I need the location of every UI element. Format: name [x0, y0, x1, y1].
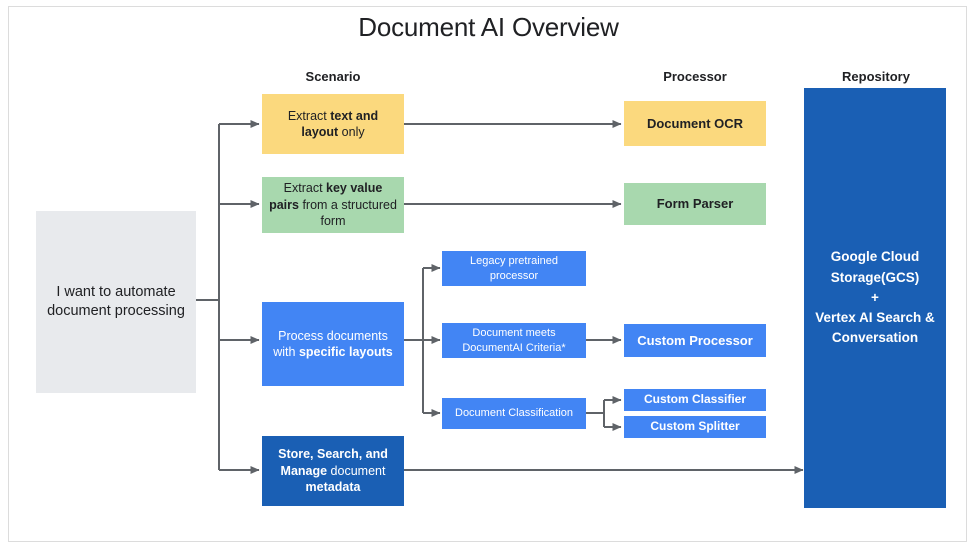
- scenario-extract-key-value[interactable]: Extract key value pairs from a structure…: [262, 177, 404, 233]
- column-header-scenario: Scenario: [305, 69, 361, 84]
- processor-custom-splitter-label: Custom Splitter: [650, 419, 740, 434]
- column-header-processor: Processor: [663, 69, 727, 84]
- node-legacy-pretrained[interactable]: Legacy pretrained processor: [442, 251, 586, 286]
- repository-line-5: Conversation: [831, 330, 919, 346]
- start-node-label: I want to automate document processing: [47, 283, 185, 319]
- processor-custom-processor-label: Custom Processor: [637, 332, 753, 348]
- processor-custom-processor[interactable]: Custom Processor: [624, 324, 766, 357]
- start-node[interactable]: I want to automate document processing: [36, 211, 196, 393]
- page-title: Document AI Overview: [358, 12, 619, 42]
- node-legacy-pretrained-label: Legacy pretrained processor: [469, 254, 559, 282]
- processor-custom-classifier[interactable]: Custom Classifier: [624, 389, 766, 411]
- node-documentai-criteria[interactable]: Document meets DocumentAI Criteria*: [442, 323, 586, 358]
- node-document-classification[interactable]: Document Classification: [442, 398, 586, 429]
- repository-line-4: Vertex AI Search &: [815, 310, 935, 326]
- scenario-specific-layouts[interactable]: Process documents with specific layouts: [262, 302, 404, 386]
- processor-form-parser-label: Form Parser: [656, 196, 734, 212]
- scenario-store-search-manage[interactable]: Store, Search, and Manage document metad…: [262, 436, 404, 506]
- scenario-extract-key-value-label: Extract key value pairs from a structure…: [269, 181, 397, 229]
- column-header-repository: Repository: [842, 69, 910, 84]
- processor-custom-splitter[interactable]: Custom Splitter: [624, 416, 766, 438]
- scenario-extract-text-layout[interactable]: Extract text and layout only: [262, 94, 404, 154]
- scenario-extract-text-layout-label: Extract text and layout only: [287, 108, 379, 140]
- diagram-border: [8, 6, 967, 542]
- processor-document-ocr-label: Document OCR: [646, 115, 744, 131]
- node-document-classification-label: Document Classification: [455, 407, 573, 420]
- scenario-specific-layouts-label: Process documents with specific layouts: [273, 328, 393, 360]
- scenario-store-search-manage-label: Store, Search, and Manage document metad…: [278, 447, 388, 495]
- repository-line-1: Google Cloud: [830, 249, 920, 265]
- processor-document-ocr[interactable]: Document OCR: [624, 101, 766, 146]
- repository-line-3: +: [871, 289, 879, 305]
- node-documentai-criteria-label: Document meets DocumentAI Criteria*: [462, 326, 566, 354]
- processor-form-parser[interactable]: Form Parser: [624, 183, 766, 225]
- repository-line-2: Storage(GCS): [830, 269, 920, 285]
- repository-node[interactable]: Google Cloud Storage(GCS) + Vertex AI Se…: [804, 88, 946, 508]
- processor-custom-classifier-label: Custom Classifier: [643, 392, 747, 407]
